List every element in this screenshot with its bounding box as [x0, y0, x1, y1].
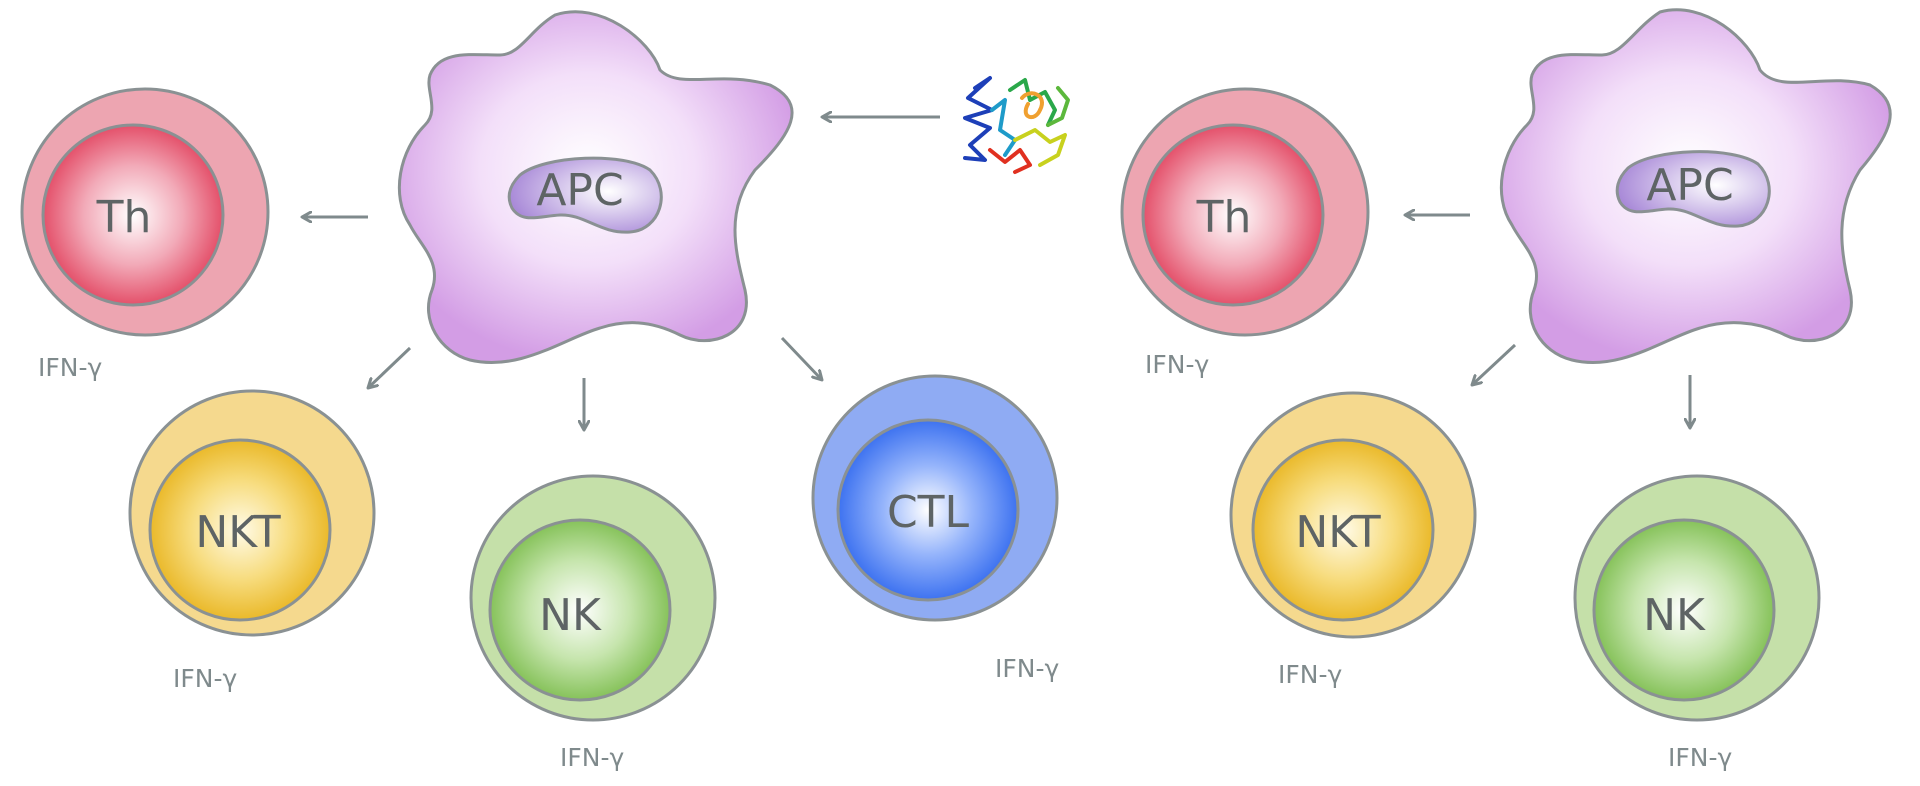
nk-cell: NK: [469, 474, 717, 722]
nkt-ifn-label: IFN-γ: [173, 664, 237, 693]
apc-cell-right: APC: [1499, 8, 1892, 364]
arrow-apc-to-nkt: [368, 346, 412, 388]
nk-ifn-label: IFN-γ: [560, 743, 624, 772]
th-cell: Th: [20, 87, 270, 337]
nkt-label-right: NKT: [1295, 507, 1380, 558]
ctl-inner: [836, 418, 1020, 602]
th-label-right: Th: [1196, 192, 1252, 243]
nkt-inner-right: [1251, 438, 1435, 622]
arrow-apc-to-nkt-right: [1472, 343, 1517, 385]
protein-ribbon-icon: [963, 76, 1070, 174]
nk-label-right: NK: [1643, 590, 1706, 641]
th-cell-right: Th: [1120, 87, 1370, 337]
nkt-cell: NKT: [128, 389, 376, 637]
nkt-label: NKT: [195, 507, 280, 558]
apc-cell: APC: [397, 10, 794, 365]
nkt-cell-right: NKT: [1229, 391, 1477, 639]
ctl-label: CTL: [887, 487, 970, 538]
ctl-ifn-label: IFN-γ: [995, 654, 1059, 683]
arrow-apc-to-ctl: [780, 336, 822, 380]
nk-label: NK: [539, 590, 602, 641]
nk-cell-right: NK: [1573, 474, 1821, 722]
apc-label: APC: [536, 165, 623, 216]
nkt-ifn-label-right: IFN-γ: [1278, 660, 1342, 689]
nkt-inner: [148, 438, 332, 622]
apc-nucleus: [507, 156, 663, 234]
th-ifn-label-right: IFN-γ: [1145, 350, 1209, 379]
apc-label-right: APC: [1646, 160, 1733, 211]
th-inner: [41, 123, 225, 307]
th-inner-right: [1141, 123, 1325, 307]
right-panel: APC Th IFN-γ NKT IFN-γ NK IFN-γ: [1120, 8, 1892, 772]
left-panel: APC Th IFN-γ NKT IFN-γ: [20, 10, 1070, 772]
th-ifn-label: IFN-γ: [38, 353, 102, 382]
ctl-cell: CTL: [811, 374, 1059, 622]
nk-ifn-label-right: IFN-γ: [1668, 743, 1732, 772]
nk-inner-right: [1592, 518, 1776, 702]
apc-nucleus-right: [1615, 150, 1771, 228]
nk-inner: [488, 518, 672, 702]
th-label: Th: [96, 192, 152, 243]
